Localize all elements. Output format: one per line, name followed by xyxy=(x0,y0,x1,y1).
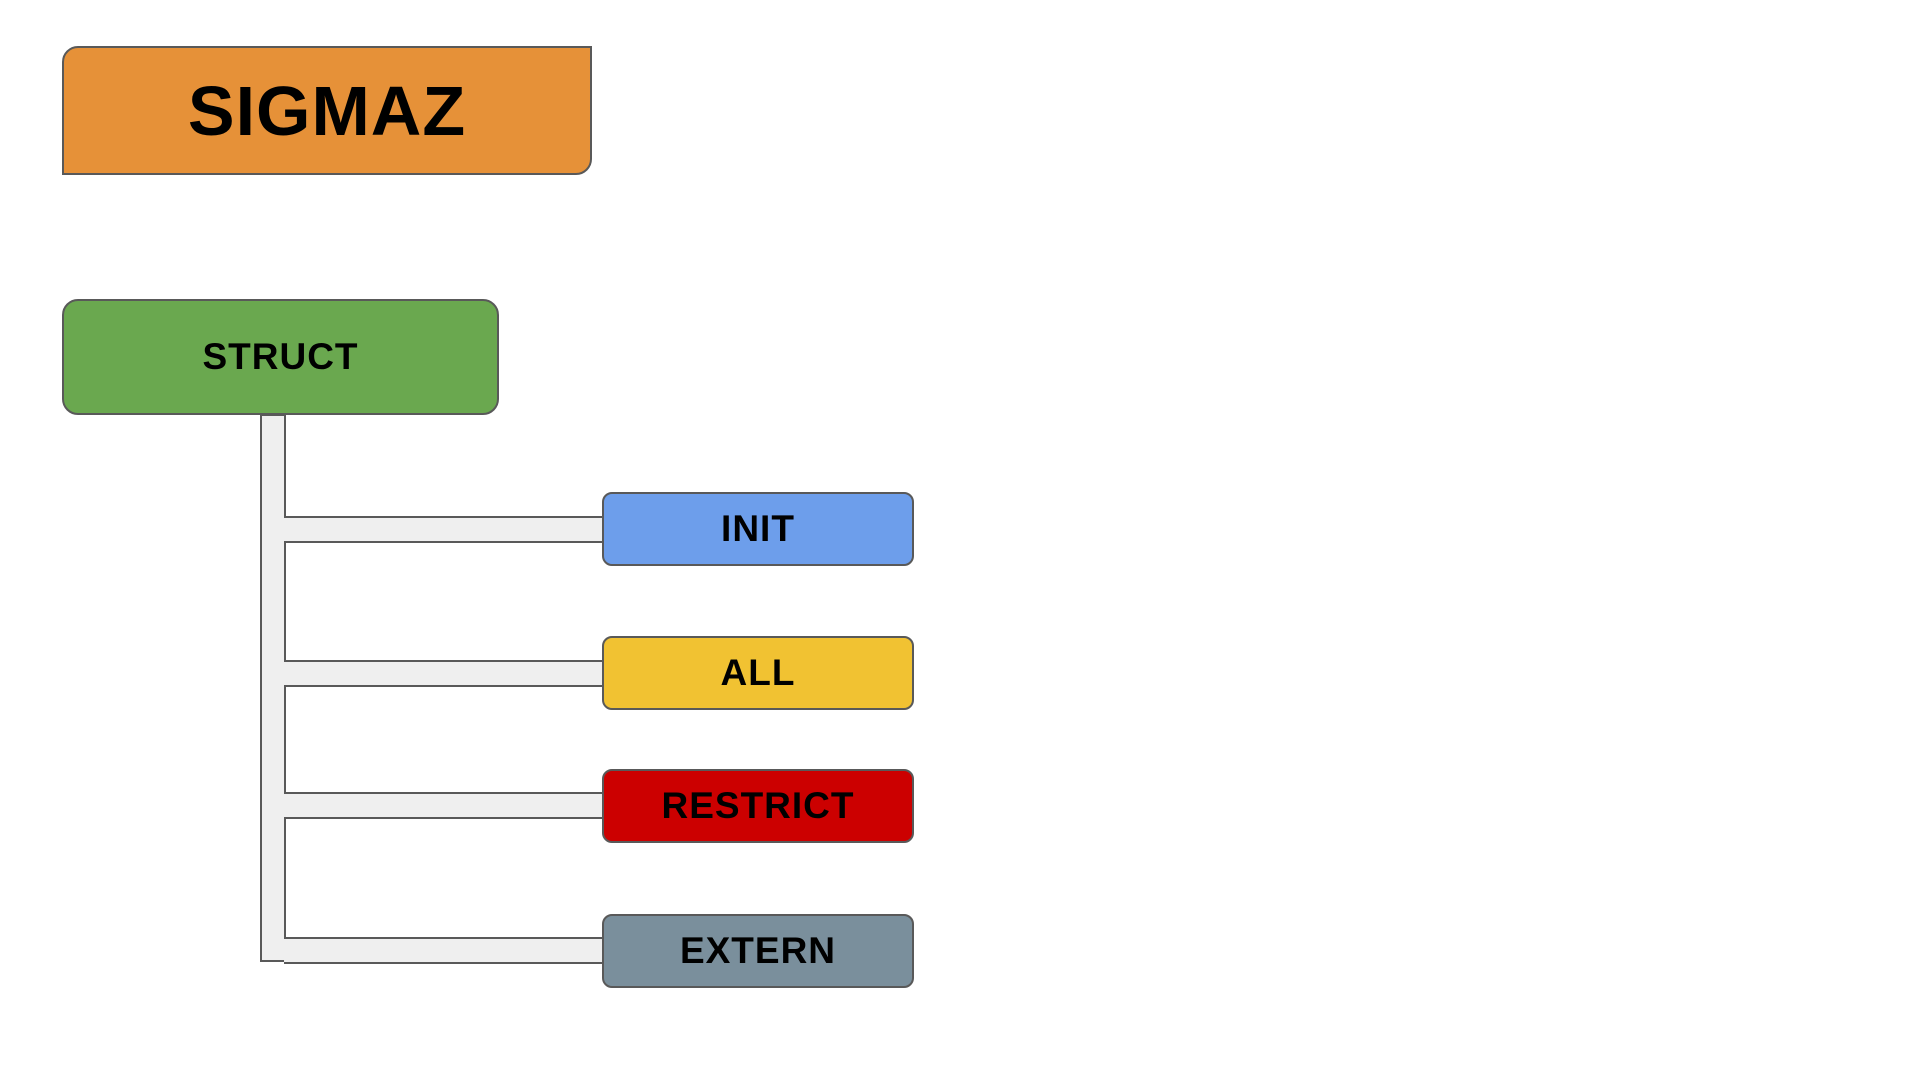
init-node: INIT xyxy=(602,492,914,566)
extern-node: EXTERN xyxy=(602,914,914,988)
struct-node: STRUCT xyxy=(62,299,499,415)
branch-connector-extern xyxy=(284,937,604,964)
branch-connector-all xyxy=(284,660,604,687)
vertical-connector xyxy=(260,414,286,962)
title-box: SIGMAZ xyxy=(62,46,592,175)
branch-connector-restrict xyxy=(284,792,604,819)
all-node: ALL xyxy=(602,636,914,710)
branch-connector-init xyxy=(284,516,604,543)
restrict-node: RESTRICT xyxy=(602,769,914,843)
